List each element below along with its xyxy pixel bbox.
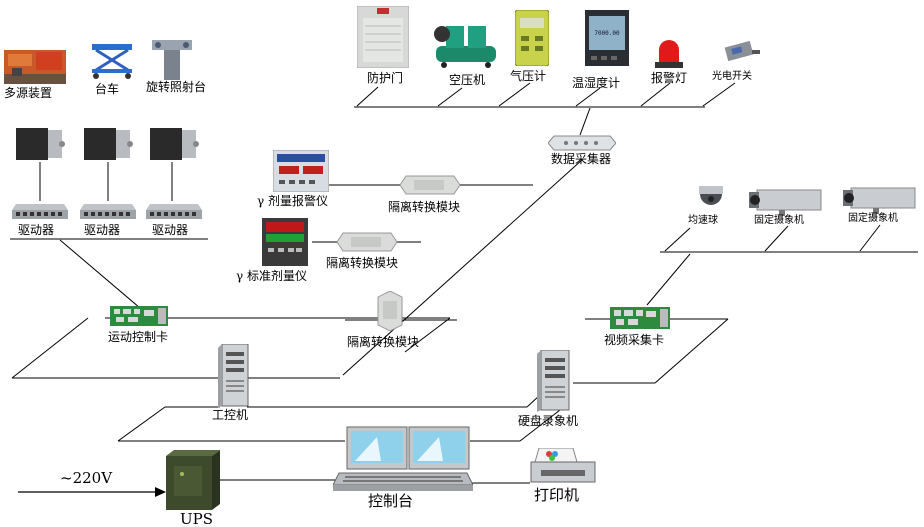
motion-card-label: 运动控制卡: [108, 330, 169, 344]
data-collector-image: [548, 135, 616, 151]
isolation-module-3-image: [377, 291, 403, 331]
multi-source-label: 多源装置: [4, 86, 53, 100]
protective-door-image: [357, 6, 409, 68]
driver-1-label: 驱动器: [18, 223, 55, 237]
cart-image: [92, 44, 132, 79]
ipc-label: 工控机: [212, 408, 249, 422]
stepper-motor-1-image: [16, 128, 65, 160]
isolation-module-2-image: [337, 232, 397, 252]
driver-3-image: [146, 204, 202, 219]
cart-label: 台车: [95, 82, 120, 96]
mains-voltage-label: ~220V: [60, 469, 113, 487]
air-compressor-image: [434, 26, 496, 68]
alarm-lamp-image: [655, 40, 683, 68]
video-capture-card-image: [610, 307, 670, 329]
printer-image: [530, 448, 596, 483]
driver-1-image: [12, 204, 68, 219]
rotary-table-label: 旋转照射台: [146, 80, 207, 94]
door-label: 防护门: [367, 71, 404, 85]
dvr-image: [537, 350, 570, 412]
stepper-motor-3-image: [150, 128, 199, 160]
hygrometer-image: 7000.00: [585, 10, 629, 66]
driver-3-label: 驱动器: [152, 223, 189, 237]
hygrometer-label: 温湿度计: [572, 76, 621, 90]
rotary-table-image: [152, 40, 192, 80]
printer-label: 打印机: [534, 486, 580, 504]
gamma-standard-label: γ 标准剂量仪: [236, 269, 307, 283]
alarm-lamp-label: 报警灯: [651, 71, 688, 85]
photoelectric-switch-image: [724, 40, 760, 62]
ups-label: UPS: [180, 510, 214, 527]
ups-image: [166, 450, 220, 510]
video-card-label: 视频采集卡: [604, 333, 665, 347]
fixed-camera-1-image: [749, 189, 822, 216]
console-image: [333, 426, 473, 491]
console-label: 控制台: [368, 492, 414, 510]
isolation-module-1-label: 隔离转换模块: [388, 200, 461, 214]
isolation-module-1-image: [400, 175, 460, 195]
pressure-gauge-label: 气压计: [510, 69, 547, 83]
dome-camera-image: [699, 186, 723, 205]
gamma-alarm-meter-image: [273, 150, 329, 192]
compressor-label: 空压机: [449, 73, 486, 87]
fixed-camera-1-label: 固定摄象机: [754, 215, 804, 226]
photo-switch-label: 光电开关: [712, 71, 752, 82]
motion-control-card-image: [110, 306, 168, 326]
driver-2-label: 驱动器: [84, 223, 121, 237]
driver-2-image: [80, 204, 136, 219]
dvr-label: 硬盘录象机: [518, 414, 579, 428]
data-collector-label: 数据采集器: [551, 152, 612, 166]
isolation-module-3-label: 隔离转换模块: [347, 335, 420, 349]
industrial-pc-image: [218, 344, 249, 408]
fixed-camera-2-label: 固定摄象机: [848, 213, 898, 224]
hygrometer-display-text: 7000.00: [594, 30, 620, 37]
gamma-standard-meter-image: [262, 218, 308, 266]
multi-source-device-image: [4, 50, 66, 84]
gamma-alarm-label: γ 剂量报警仪: [257, 194, 328, 208]
dome-camera-label: 均速球: [688, 215, 718, 226]
stepper-motor-2-image: [84, 128, 133, 160]
pressure-gauge-image: [515, 10, 549, 66]
fixed-camera-2-image: [843, 187, 916, 214]
isolation-module-2-label: 隔离转换模块: [326, 256, 399, 270]
